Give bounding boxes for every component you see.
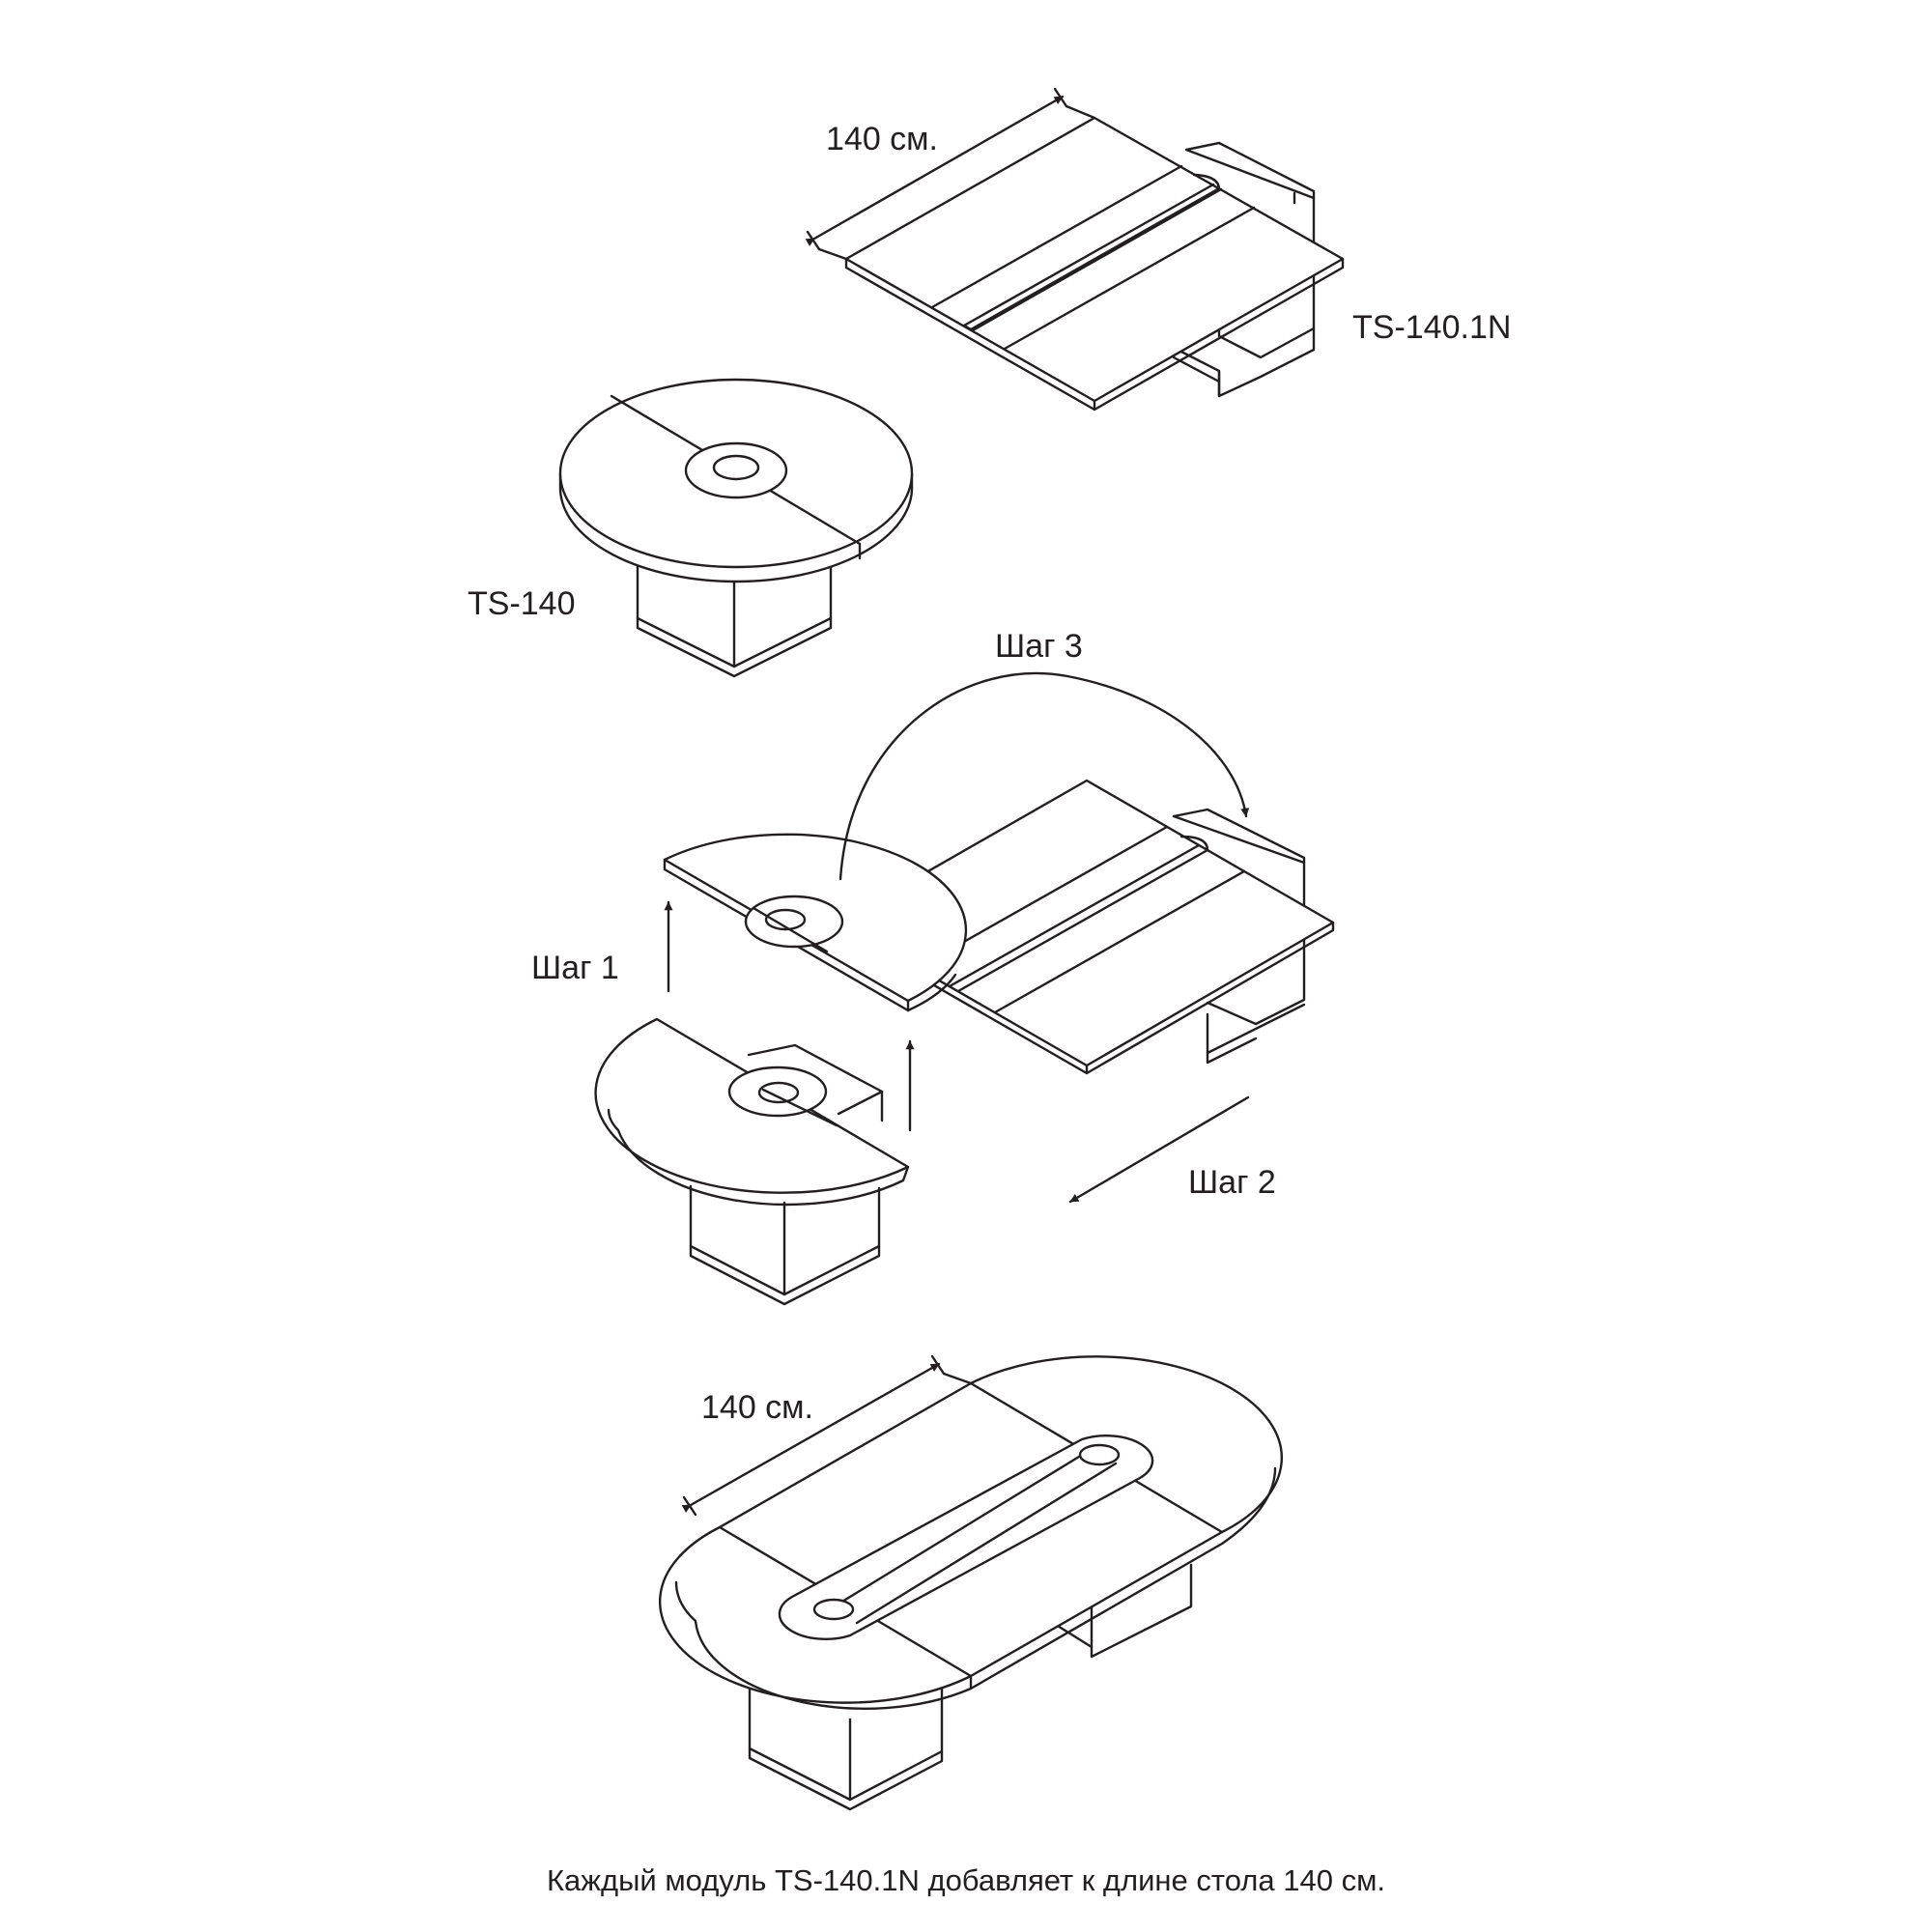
dimension-label-top: 140 см.	[826, 121, 938, 157]
table-name-label: TS-140	[468, 585, 576, 622]
dimension-label-bottom: 140 см.	[701, 1389, 813, 1426]
step-1-label: Шаг 1	[531, 950, 619, 986]
module-name-label: TS-140.1N	[1352, 309, 1511, 346]
round-table-ts-140: TS-140	[468, 378, 914, 678]
module-ts-140-1n: 140 см. TS-140.1N	[805, 87, 1511, 412]
caption: Каждый модуль TS-140.1N добавляет к длин…	[547, 1863, 1385, 1897]
assembled-table: 140 см.	[658, 1354, 1284, 1811]
step-3-label: Шаг 3	[995, 628, 1083, 665]
step-2-label: Шаг 2	[1188, 1164, 1276, 1201]
step-diagram: Шаг 1 Шаг 2 Шаг 3	[531, 628, 1335, 1306]
